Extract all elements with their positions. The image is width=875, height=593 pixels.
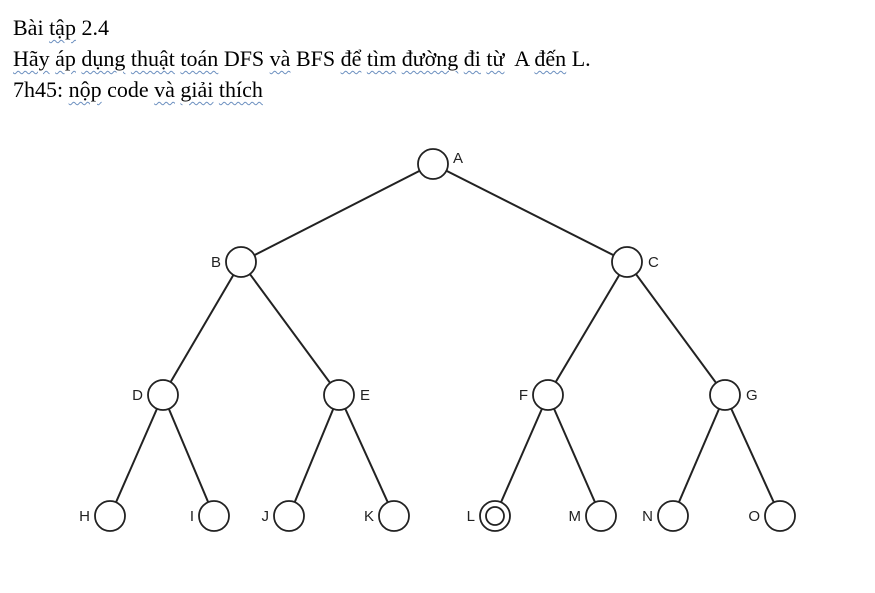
node-label: I [190, 508, 194, 525]
node-circle [764, 500, 796, 532]
text-word: BFS [295, 46, 336, 71]
text-word: dụng [81, 46, 126, 71]
node-circle [147, 379, 179, 411]
node-label: F [519, 387, 528, 404]
text-word: nộp [68, 77, 102, 102]
tree-edge-a-b [240, 163, 434, 263]
text-word: áp [55, 46, 76, 71]
text-word: tìm [366, 46, 397, 71]
exercise-instruction: Hãy áp dụng thuật toán DFS và BFS để tìm… [13, 46, 591, 71]
tree-node-m: M [569, 500, 617, 532]
node-label: N [642, 508, 653, 525]
text-word: đi [463, 46, 481, 71]
node-circle [94, 500, 126, 532]
tree-edge-d-i [162, 394, 215, 517]
tree-edge-c-f [547, 261, 628, 396]
tree-node-g: G [709, 379, 758, 411]
node-label: G [746, 387, 758, 404]
node-label: O [748, 508, 760, 525]
exercise-title: Bài tập 2.4 [13, 12, 591, 43]
node-label: K [364, 508, 374, 525]
tree-node-j: J [262, 500, 305, 532]
node-circle [273, 500, 305, 532]
tree-edge-a-c [432, 163, 628, 263]
node-label: M [569, 508, 582, 525]
tree-node-n: N [642, 500, 689, 532]
text-word: L [571, 46, 586, 71]
node-circle [532, 379, 564, 411]
node-label: B [211, 254, 221, 271]
text-word: đến [534, 46, 567, 71]
tree-edge-g-o [724, 394, 781, 517]
text-word: 7h45 [13, 77, 57, 102]
text-word: A [514, 46, 529, 71]
tree-edge-b-d [162, 261, 242, 396]
tree-edge-g-n [672, 394, 726, 517]
node-circle [198, 500, 230, 532]
text-word: và [154, 77, 175, 102]
node-label: C [648, 254, 659, 271]
node-label: H [79, 508, 90, 525]
text-word: để [340, 46, 362, 71]
exercise-text: Bài tập 2.4 Hãy áp dụng thuật toán DFS v… [13, 12, 591, 105]
tree-node-l: L [467, 500, 511, 532]
tree-edge-f-l [494, 394, 549, 517]
node-label: D [132, 387, 143, 404]
text-word: giải [180, 77, 214, 102]
exercise-deadline: 7h45: nộp code và giải thích [13, 77, 263, 102]
text-word: toán [180, 46, 219, 71]
tree-edge-b-e [240, 261, 340, 396]
tree-node-k: K [364, 500, 410, 532]
tree-node-a: A [417, 148, 463, 180]
node-label: E [360, 387, 370, 404]
tree-node-i: I [190, 500, 230, 532]
text-word: Hãy [13, 46, 50, 71]
text-word: thích [218, 77, 263, 102]
node-label: J [262, 508, 270, 525]
tree-node-d: D [132, 379, 179, 411]
text-word: code [107, 77, 149, 102]
tree-nodes: A B C D E F G H I J K L M N O [79, 148, 796, 532]
tree-node-f: F [519, 379, 564, 411]
node-circle [225, 246, 257, 278]
text-word: thuật [130, 46, 175, 71]
node-circle [417, 148, 449, 180]
text-word: Bài [13, 15, 44, 40]
node-circle [585, 500, 617, 532]
node-circle [611, 246, 643, 278]
tree-edge-e-j [288, 394, 340, 517]
node-circle [323, 379, 355, 411]
node-circle [709, 379, 741, 411]
node-circle [378, 500, 410, 532]
text-word: tập [49, 15, 76, 40]
node-label: A [453, 150, 463, 167]
tree-edge-c-g [626, 261, 726, 396]
goal-node-inner-ring [485, 506, 505, 526]
tree-edge-d-h [109, 394, 164, 517]
tree-edge-f-m [547, 394, 602, 517]
tree-node-h: H [79, 500, 126, 532]
tree-node-c: C [611, 246, 659, 278]
text-word: 2.4 [81, 15, 109, 40]
tree-node-e: E [323, 379, 370, 411]
tree-node-b: B [211, 246, 257, 278]
text-word: đường [401, 46, 459, 71]
text-word: từ [486, 46, 505, 71]
tree-edges [109, 163, 781, 517]
node-label: L [467, 508, 475, 525]
node-circle [657, 500, 689, 532]
text-word: và [269, 46, 291, 71]
tree-edge-e-k [338, 394, 395, 517]
text-word: DFS [223, 46, 265, 71]
tree-node-o: O [748, 500, 796, 532]
